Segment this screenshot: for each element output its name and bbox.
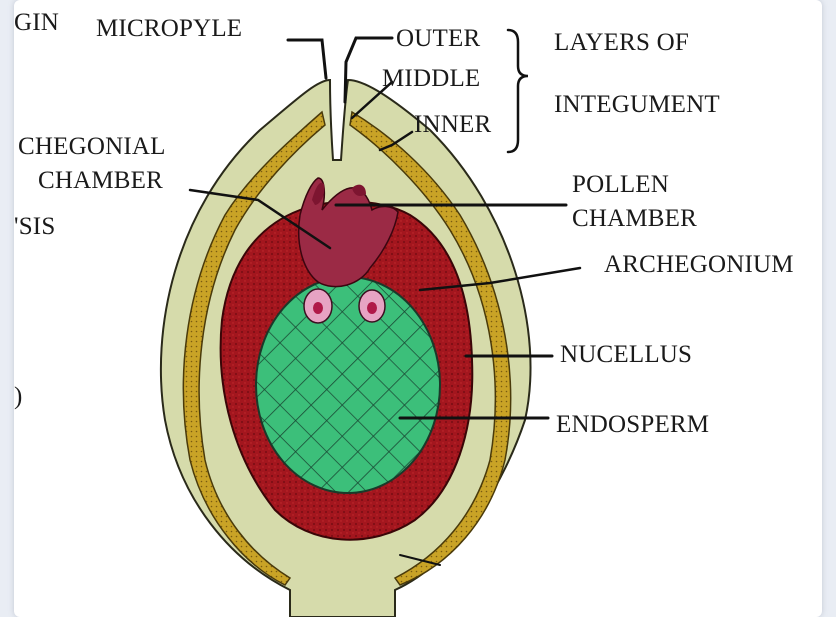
micropyle-pointer	[288, 40, 326, 78]
label-pollen: POLLEN	[572, 171, 669, 198]
endosperm	[256, 277, 440, 493]
integument-brace	[508, 30, 528, 152]
label-micropyle: MICROPYLE	[96, 15, 242, 42]
label-ysis-fragment: 'SIS	[14, 213, 55, 240]
label-archegonium: ARCHEGONIUM	[604, 251, 794, 278]
label-pollen-chamber: CHAMBER	[572, 205, 697, 232]
label-integument: INTEGUMENT	[554, 91, 720, 118]
label-middle: MIDDLE	[382, 65, 480, 92]
label-inner: INNER	[414, 111, 492, 138]
label-d-fragment: )	[14, 383, 23, 410]
label-gin-fragment: GIN	[14, 9, 59, 36]
label-archegonial-chamber: CHAMBER	[38, 167, 163, 194]
label-archegonial: CHEGONIAL	[18, 133, 166, 160]
label-layers-of: LAYERS OF	[554, 29, 689, 56]
label-outer: OUTER	[396, 25, 480, 52]
label-endosperm: ENDOSPERM	[556, 411, 709, 438]
label-nucellus: NUCELLUS	[560, 341, 692, 368]
